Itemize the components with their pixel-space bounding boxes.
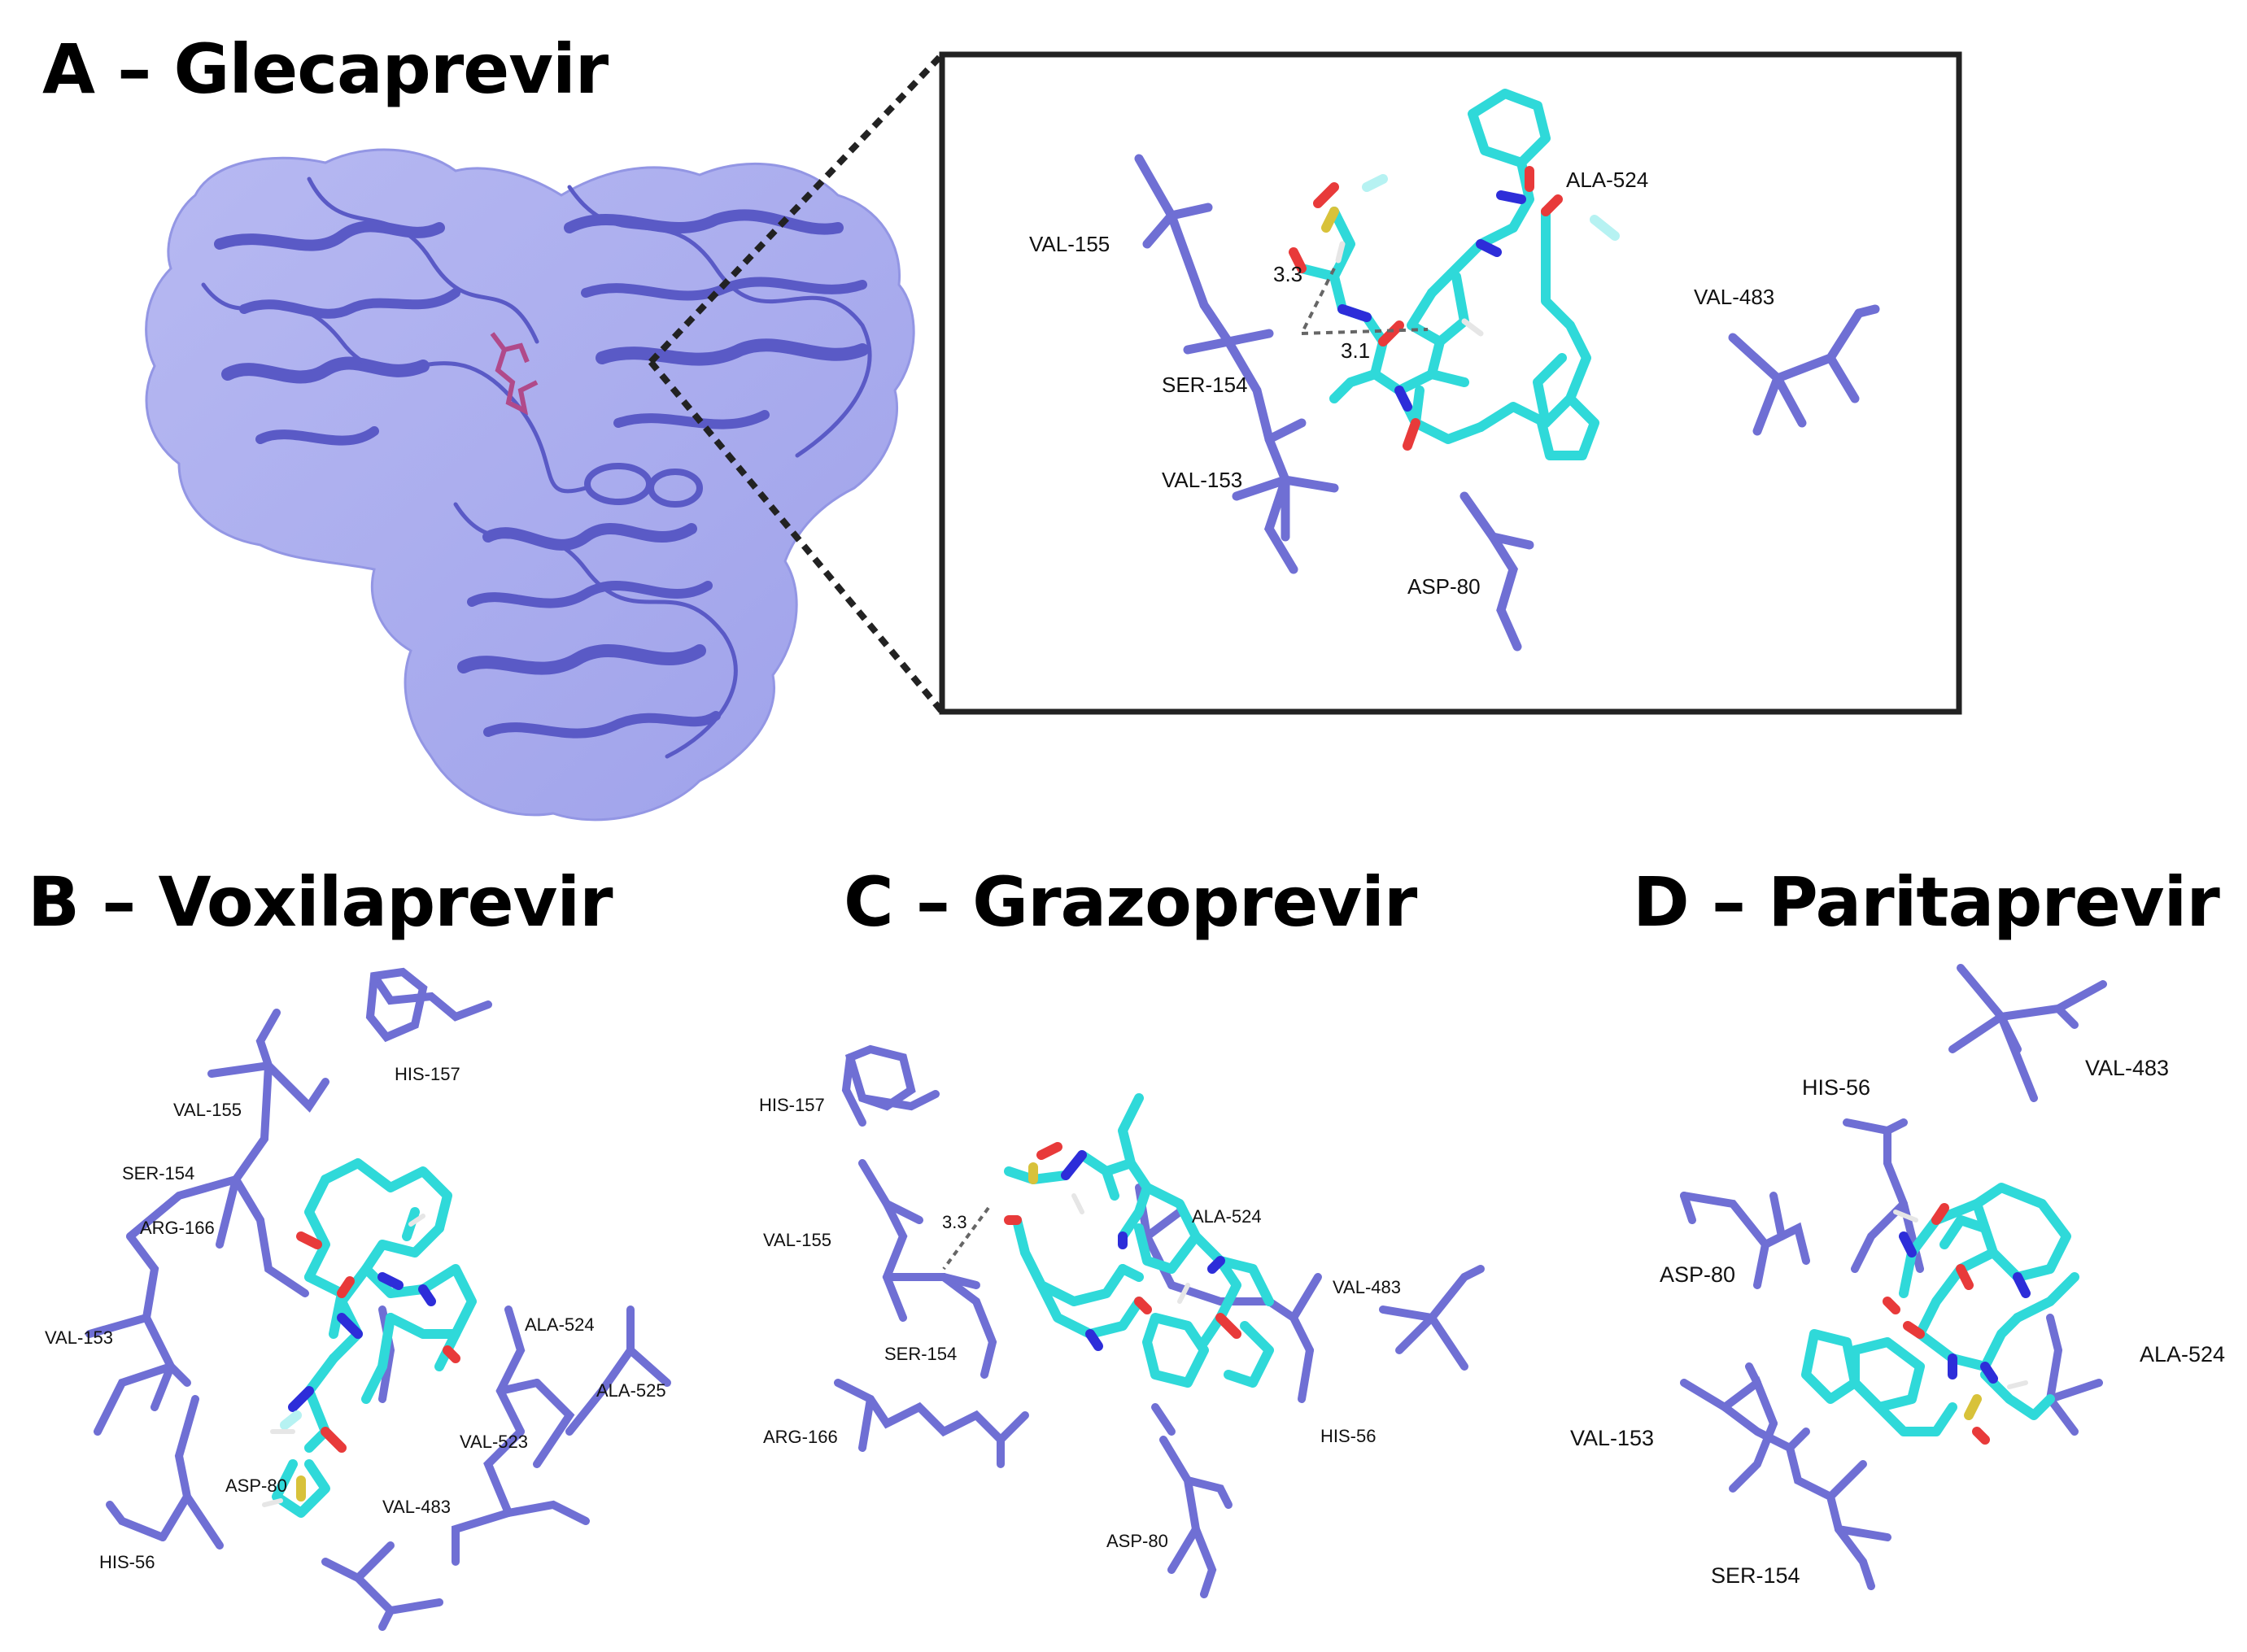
panel-c-residue-label: ALA-524 (1192, 1206, 1262, 1227)
panel-c-ligand (1004, 1093, 1274, 1388)
panel-b-residue-label: HIS-56 (99, 1552, 155, 1572)
panel-b-residue-label: VAL-153 (45, 1327, 113, 1348)
panel-a-distance-label: 3.1 (1341, 338, 1371, 363)
panel-b-residue-label: VAL-483 (382, 1497, 451, 1517)
panel-a-residue-label: VAL-155 (1029, 232, 1110, 256)
panel-d-title: D – Paritaprevir (1633, 862, 2220, 942)
panel-a-residue-label: VAL-153 (1162, 468, 1243, 492)
panel-a-residue-label: ASP-80 (1407, 574, 1481, 599)
panel-d-residue-label: ALA-524 (2140, 1342, 2226, 1366)
panel-d-residue-label: VAL-153 (1570, 1426, 1655, 1450)
panel-c-distance-label: 3.3 (942, 1212, 967, 1232)
panel-c-residue-label: HIS-157 (759, 1095, 825, 1115)
panel-c-residue-label: ASP-80 (1106, 1531, 1168, 1551)
panel-d-ligand (1801, 1183, 2079, 1445)
panel-a-distance-label: 3.3 (1273, 262, 1303, 286)
panel-c-residue-label: VAL-483 (1333, 1277, 1401, 1297)
panel-b-residue-label: VAL-523 (460, 1432, 528, 1452)
panel-c-residues (834, 1044, 1485, 1598)
panel-c-residue-label: HIS-56 (1320, 1426, 1377, 1446)
panel-a-residue-label: SER-154 (1162, 373, 1248, 397)
panel-d-residues (1680, 964, 2107, 1590)
zoom-connector (648, 52, 945, 714)
panel-c-residue-label: SER-154 (884, 1344, 958, 1364)
panel-a-title: A – Glecaprevir (42, 29, 609, 109)
inset-a-residues (1134, 154, 1880, 652)
panel-b-residue-label: VAL-155 (173, 1100, 242, 1120)
panel-d-residue-label: ASP-80 (1660, 1262, 1736, 1287)
panel-a-residue-label: VAL-483 (1694, 285, 1775, 309)
inset-a-ligand (1289, 89, 1620, 460)
panel-b-ligand (262, 1158, 477, 1518)
panel-b-residue-label: ALA-525 (596, 1380, 666, 1401)
panel-d-residue-label: HIS-56 (1802, 1075, 1871, 1100)
panel-b-residues (85, 967, 671, 1631)
panel-c-hbond (942, 1206, 990, 1271)
panel-a-residue-label: ALA-524 (1566, 168, 1649, 192)
inset-a-hbonds (1300, 268, 1429, 335)
panel-c-residue-label: VAL-155 (763, 1230, 831, 1250)
panel-c-title: C – Grazoprevir (844, 862, 1417, 942)
panel-b-residue-label: ARG-166 (140, 1218, 215, 1238)
panel-b-residue-label: HIS-157 (395, 1064, 460, 1084)
panel-d-residue-label: SER-154 (1711, 1563, 1800, 1588)
bound-ligand-thumbnail (490, 332, 539, 416)
panel-b-residue-label: ALA-524 (525, 1314, 595, 1335)
protein-surface (145, 148, 915, 822)
panel-c-residue-label: ARG-166 (763, 1427, 838, 1447)
panel-b-residue-label: ASP-80 (225, 1475, 287, 1496)
panel-d-residue-label: VAL-483 (2085, 1056, 2170, 1080)
panel-b-title: B – Voxilaprevir (28, 862, 613, 942)
panel-b-residue-label: SER-154 (122, 1163, 195, 1183)
